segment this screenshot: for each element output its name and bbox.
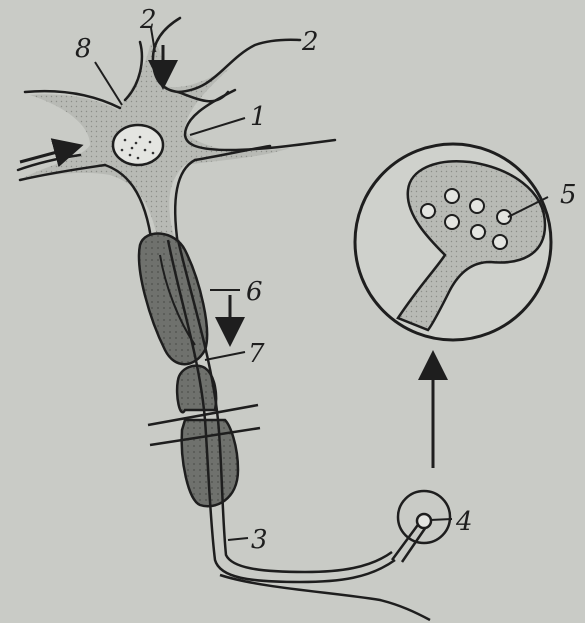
label-4: 4 (455, 507, 473, 537)
label-2-right: 2 (301, 27, 319, 57)
label-8: 8 (75, 34, 92, 64)
label-5: 5 (560, 180, 577, 210)
label-1: 1 (250, 102, 267, 132)
nucleus (113, 125, 163, 165)
myelin-sheath (139, 234, 238, 507)
label-2-top: 2 (139, 5, 157, 35)
synapse-magnified (355, 144, 551, 340)
label-3: 3 (251, 525, 268, 555)
label-7: 7 (248, 339, 265, 369)
label-6: 6 (246, 277, 263, 307)
axon-terminal-marker (392, 491, 450, 562)
